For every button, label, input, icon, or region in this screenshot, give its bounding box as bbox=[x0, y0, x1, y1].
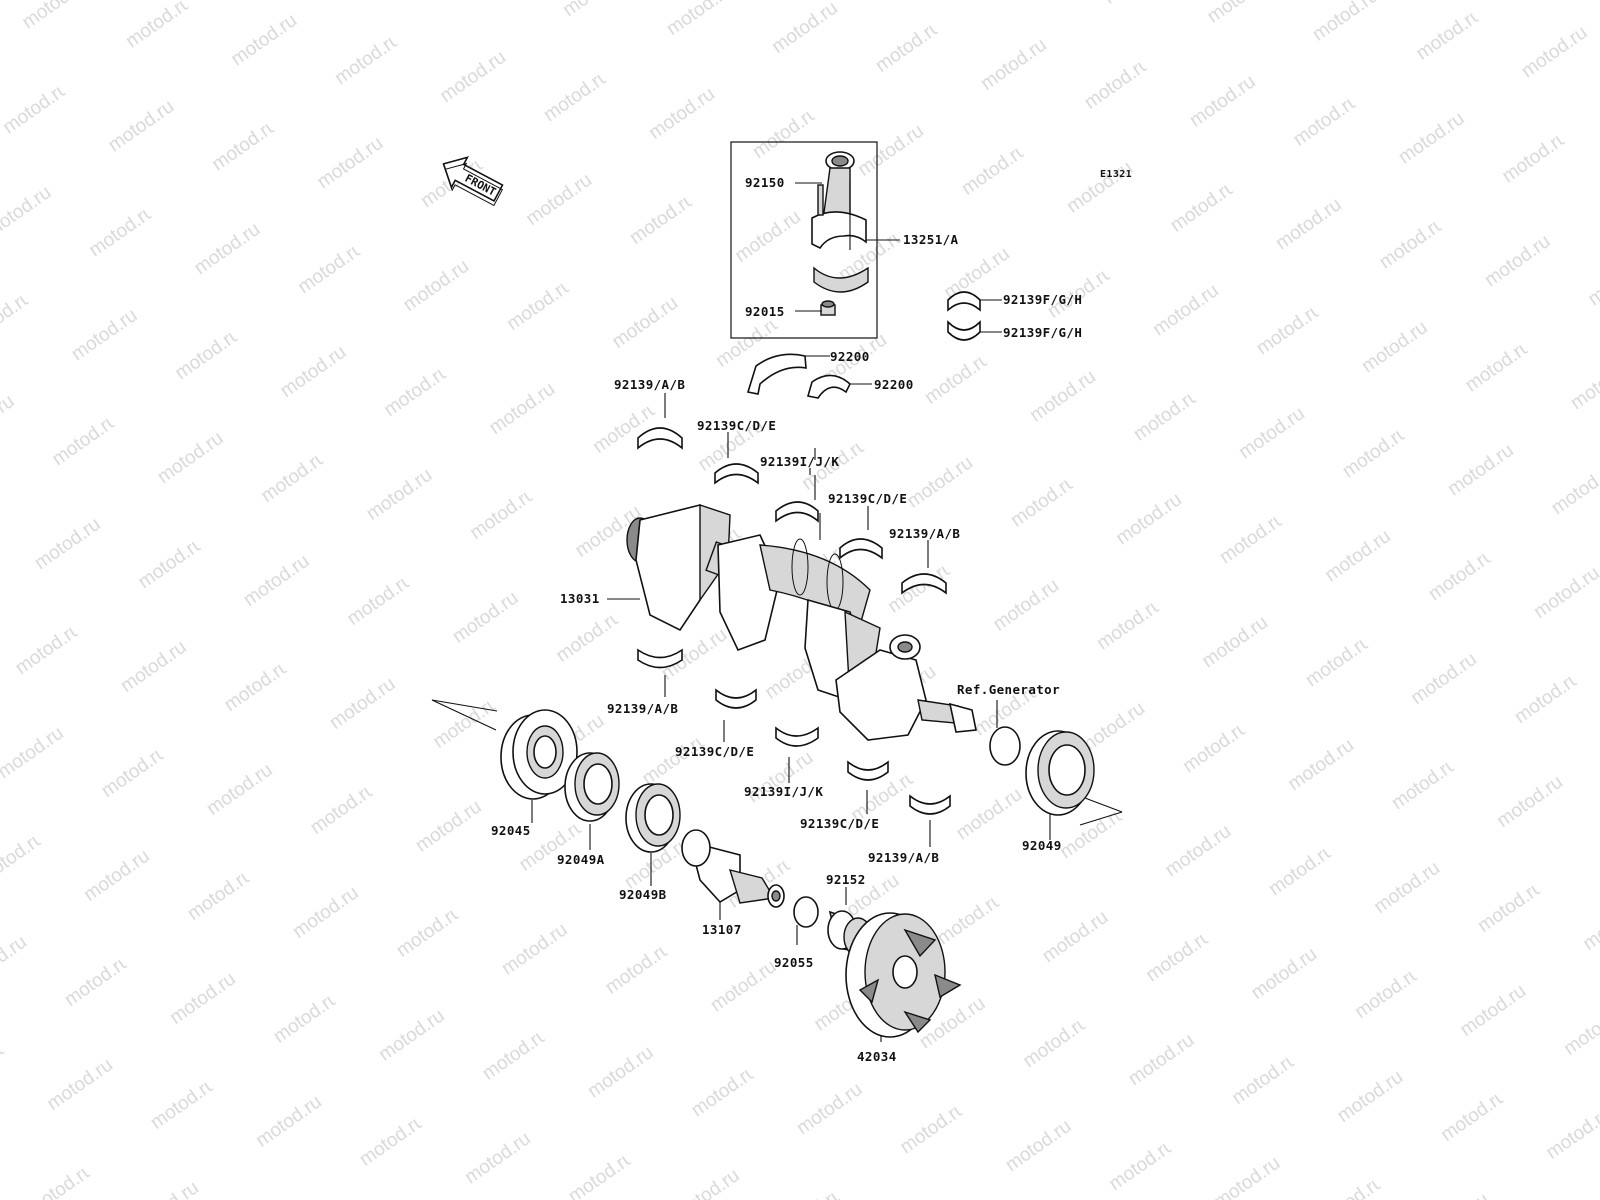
callout-92139ab-3: 92139/A/B bbox=[607, 701, 678, 716]
callout-92015: 92015 bbox=[745, 304, 785, 319]
bearing-92045 bbox=[500, 709, 578, 800]
leader-lines bbox=[431, 180, 1123, 1042]
callout-92150: 92150 bbox=[745, 175, 785, 190]
callout-92200-2: 92200 bbox=[874, 377, 914, 392]
shaft-13107 bbox=[681, 829, 785, 908]
callout-92139ab-1: 92139/A/B bbox=[614, 377, 685, 392]
callout-92049: 92049 bbox=[1022, 838, 1062, 853]
callout-92139fgh-2: 92139F/G/H bbox=[1003, 325, 1082, 340]
callout-13107: 13107 bbox=[702, 922, 742, 937]
callout-92055: 92055 bbox=[774, 955, 814, 970]
callout-92049b: 92049B bbox=[619, 887, 667, 902]
callout-92139ijk-2: 92139I/J/K bbox=[744, 784, 823, 799]
seal-92049 bbox=[1025, 730, 1095, 816]
callout-92152: 92152 bbox=[826, 872, 866, 887]
callout-13031: 13031 bbox=[560, 591, 600, 606]
callout-92139ijk-1: 92139I/J/K bbox=[760, 454, 839, 469]
seal-92049a bbox=[564, 752, 620, 822]
callout-92049a: 92049A bbox=[557, 852, 605, 867]
callout-92139cde-2: 92139C/D/E bbox=[828, 491, 907, 506]
callout-92139cde-1: 92139C/D/E bbox=[697, 418, 776, 433]
crankshaft: Ref.Generator bbox=[626, 504, 1060, 741]
callout-92139cde-3: 92139C/D/E bbox=[675, 744, 754, 759]
callout-92045: 92045 bbox=[491, 823, 531, 838]
callout-92200-1: 92200 bbox=[830, 349, 870, 364]
connecting-rod bbox=[811, 151, 869, 316]
callout-42034: 42034 bbox=[857, 1049, 897, 1064]
callout-92139ab-4: 92139/A/B bbox=[868, 850, 939, 865]
callout-13251a: 13251/A bbox=[903, 232, 959, 247]
callout-92139cde-4: 92139C/D/E bbox=[800, 816, 879, 831]
bearing-shells bbox=[637, 291, 981, 815]
callout-92139ab-2: 92139/A/B bbox=[889, 526, 960, 541]
seal-92049b bbox=[625, 783, 681, 853]
callout-labels: 92150 13251/A 92015 92139F/G/H 92139F/G/… bbox=[491, 175, 1082, 1064]
reference-label: Ref.Generator bbox=[957, 682, 1060, 697]
callout-92139fgh-1: 92139F/G/H bbox=[1003, 292, 1082, 307]
diagram-code: E1321 bbox=[1100, 169, 1132, 180]
coupling-42034 bbox=[845, 912, 962, 1038]
o-ring-generator bbox=[989, 726, 1021, 766]
o-ring-92055 bbox=[793, 896, 819, 928]
